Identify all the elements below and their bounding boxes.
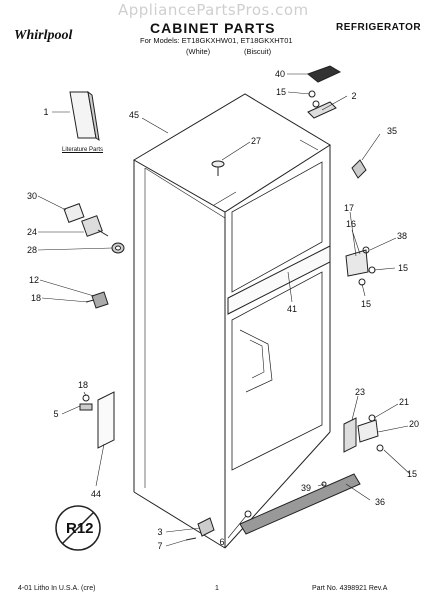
literature-booklet [69,90,100,142]
callout-1: 1 [43,107,49,117]
callout-36: 36 [374,497,386,507]
callout-20: 20 [408,419,420,429]
callout-41: 41 [286,304,298,314]
callout-40: 40 [274,69,286,79]
center-hinge [345,246,376,286]
part-35 [351,159,367,179]
callout-23: 23 [354,387,366,397]
callout-16: 16 [345,219,357,229]
cabinet-body [133,93,331,549]
page-title: CABINET PARTS [150,20,276,36]
lower-left-bracket [79,391,115,449]
callout-15-bottom: 15 [406,469,418,479]
callout-21: 21 [398,397,410,407]
literature-parts-label: Literature Parts [62,147,104,153]
callout-12: 12 [28,275,40,285]
callout-3: 3 [157,527,163,537]
callout-38: 38 [396,231,408,241]
footer-page-number: 1 [215,585,219,592]
callout-17: 17 [343,203,355,213]
screw-27 [211,160,225,176]
callout-6: 6 [219,537,225,547]
callout-15-center: 15 [397,263,409,273]
brand-logo: Whirlpool [14,28,73,43]
callout-2: 2 [351,91,357,101]
variant-white: (White) [186,47,211,56]
variant-biscuit: (Biscuit) [244,47,272,56]
footer-part-number: Part No. 4398921 Rev.A [312,585,388,592]
callout-30: 30 [26,191,38,201]
callout-15-top: 15 [275,87,287,97]
callout-35: 35 [386,126,398,136]
category-label: REFRIGERATOR [336,22,422,33]
watermark: AppliancePartsPros.com [118,1,309,19]
svg-text:R12: R12 [66,520,94,537]
callout-24: 24 [26,227,38,237]
callout-18-upper: 18 [30,293,42,303]
callout-27: 27 [250,136,262,146]
callout-15-lower-center: 15 [360,299,372,309]
callout-5: 5 [53,409,59,419]
callout-44: 44 [90,489,102,499]
toe-grille [239,473,361,535]
callout-18-lower: 18 [77,380,89,390]
callout-28: 28 [26,245,38,255]
footer-litho: 4-01 Litho In U.S.A. (cre) [18,585,96,592]
callout-39: 39 [300,483,312,493]
r12-badge-icon: R12 [55,505,101,551]
left-door-parts [63,203,125,254]
bottom-screws [185,510,252,541]
callout-45: 45 [128,110,140,120]
hinge-cover [306,65,342,83]
bottom-hinge [343,414,384,453]
leader-lines [37,73,411,547]
callout-7: 7 [157,541,163,551]
model-numbers: For Models: ET18GKXHW01, ET18GKXHT01 [140,36,293,45]
